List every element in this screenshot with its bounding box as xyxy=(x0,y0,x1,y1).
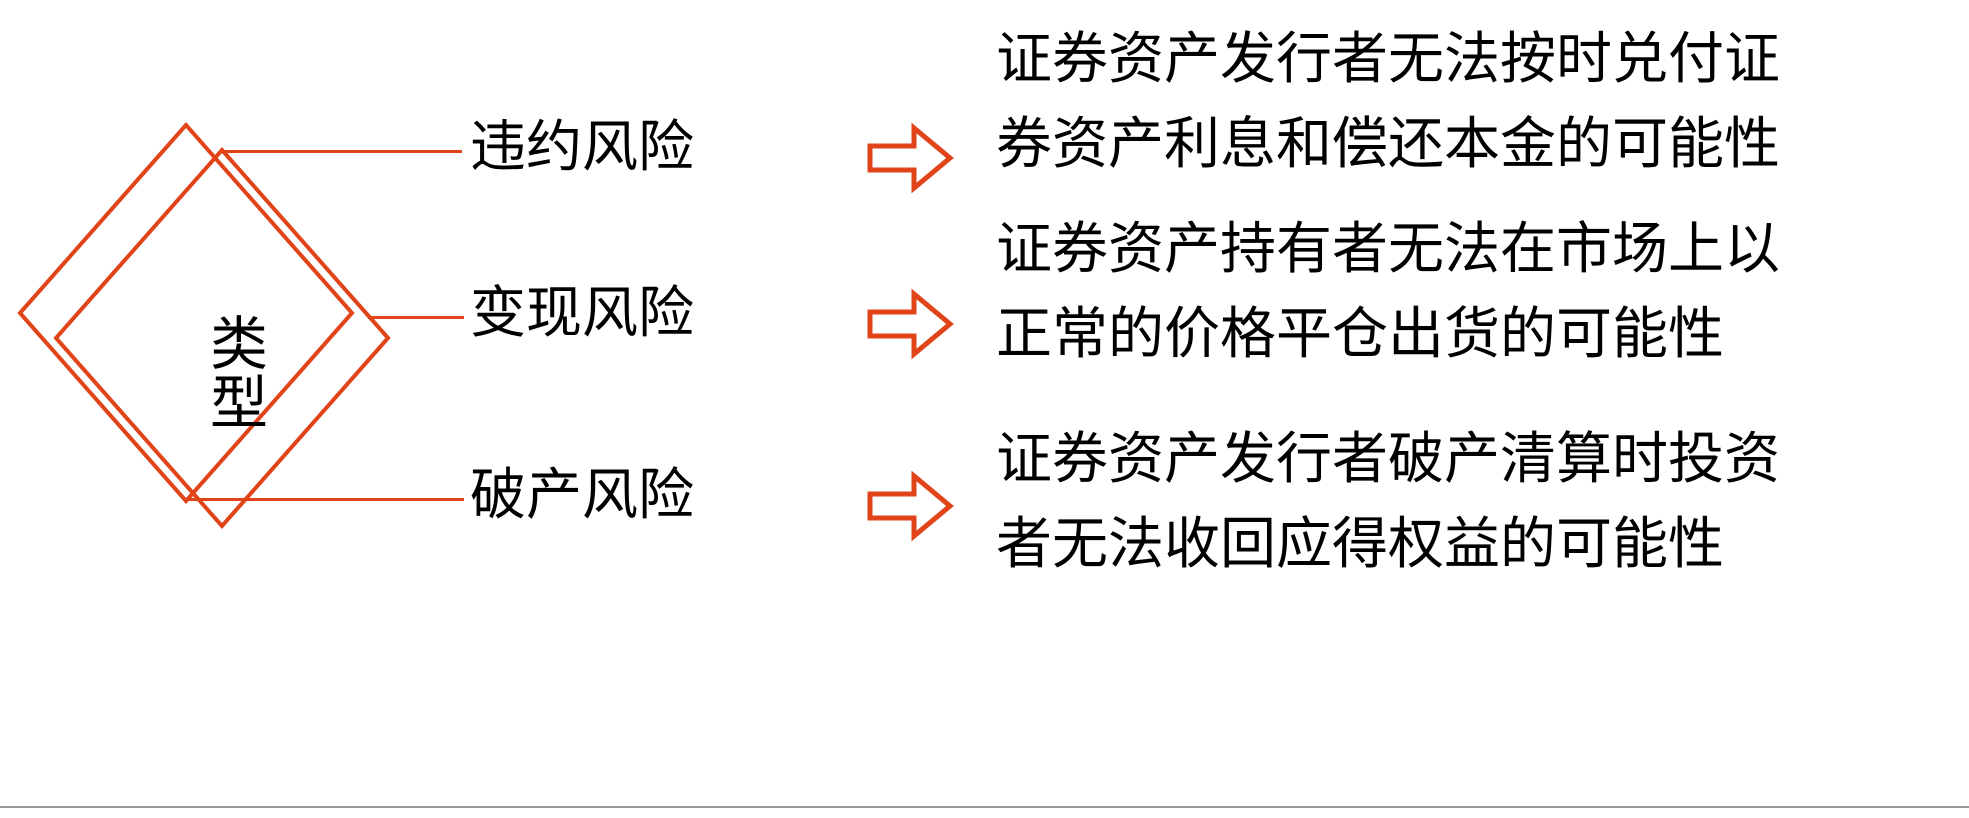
center-label: 类 型 xyxy=(196,315,282,433)
diamond-shapes xyxy=(17,121,391,530)
branch-description-default-risk: 证券资产发行者无法按时兑付证 券资产利息和偿还本金的可能性 xyxy=(996,18,1780,188)
connector-line-bankruptcy-risk xyxy=(186,498,464,501)
block-right-arrow-icon xyxy=(866,470,954,542)
branch-label-liquidity-risk: 变现风险 xyxy=(470,283,694,345)
center-label-char-1: 类 xyxy=(209,312,268,377)
description-line: 证券资产持有者无法在市场上以 xyxy=(996,219,1780,281)
block-right-arrow-shape xyxy=(867,470,954,542)
block-right-arrow-icon xyxy=(866,288,954,360)
outer-diamond-shape xyxy=(17,121,355,505)
inner-diamond-shape xyxy=(53,146,391,530)
center-double-diamond: 类 型 xyxy=(0,85,480,545)
branch-label-default-risk: 违约风险 xyxy=(470,117,694,179)
description-line: 者无法收回应得权益的可能性 xyxy=(996,514,1724,577)
branch-description-bankruptcy-risk: 证券资产发行者破产清算时投资 者无法收回应得权益的可能性 xyxy=(996,418,1780,588)
description-line: 券资产利息和偿还本金的可能性 xyxy=(996,114,1780,177)
block-right-arrow-shape xyxy=(867,122,954,194)
branch-label-bankruptcy-risk: 破产风险 xyxy=(470,465,694,527)
description-line: 证券资产发行者无法按时兑付证 xyxy=(996,29,1780,91)
connector-line-liquidity-risk xyxy=(368,316,464,319)
description-line: 正常的价格平仓出货的可能性 xyxy=(996,304,1724,367)
branch-description-liquidity-risk: 证券资产持有者无法在市场上以 正常的价格平仓出货的可能性 xyxy=(996,208,1780,378)
center-label-char-2: 型 xyxy=(209,371,268,437)
block-right-arrow-shape xyxy=(867,288,954,360)
bottom-divider xyxy=(0,806,1969,808)
connector-line-default-risk xyxy=(222,150,462,153)
block-right-arrow-icon xyxy=(866,122,954,194)
description-line: 证券资产发行者破产清算时投资 xyxy=(996,429,1780,491)
